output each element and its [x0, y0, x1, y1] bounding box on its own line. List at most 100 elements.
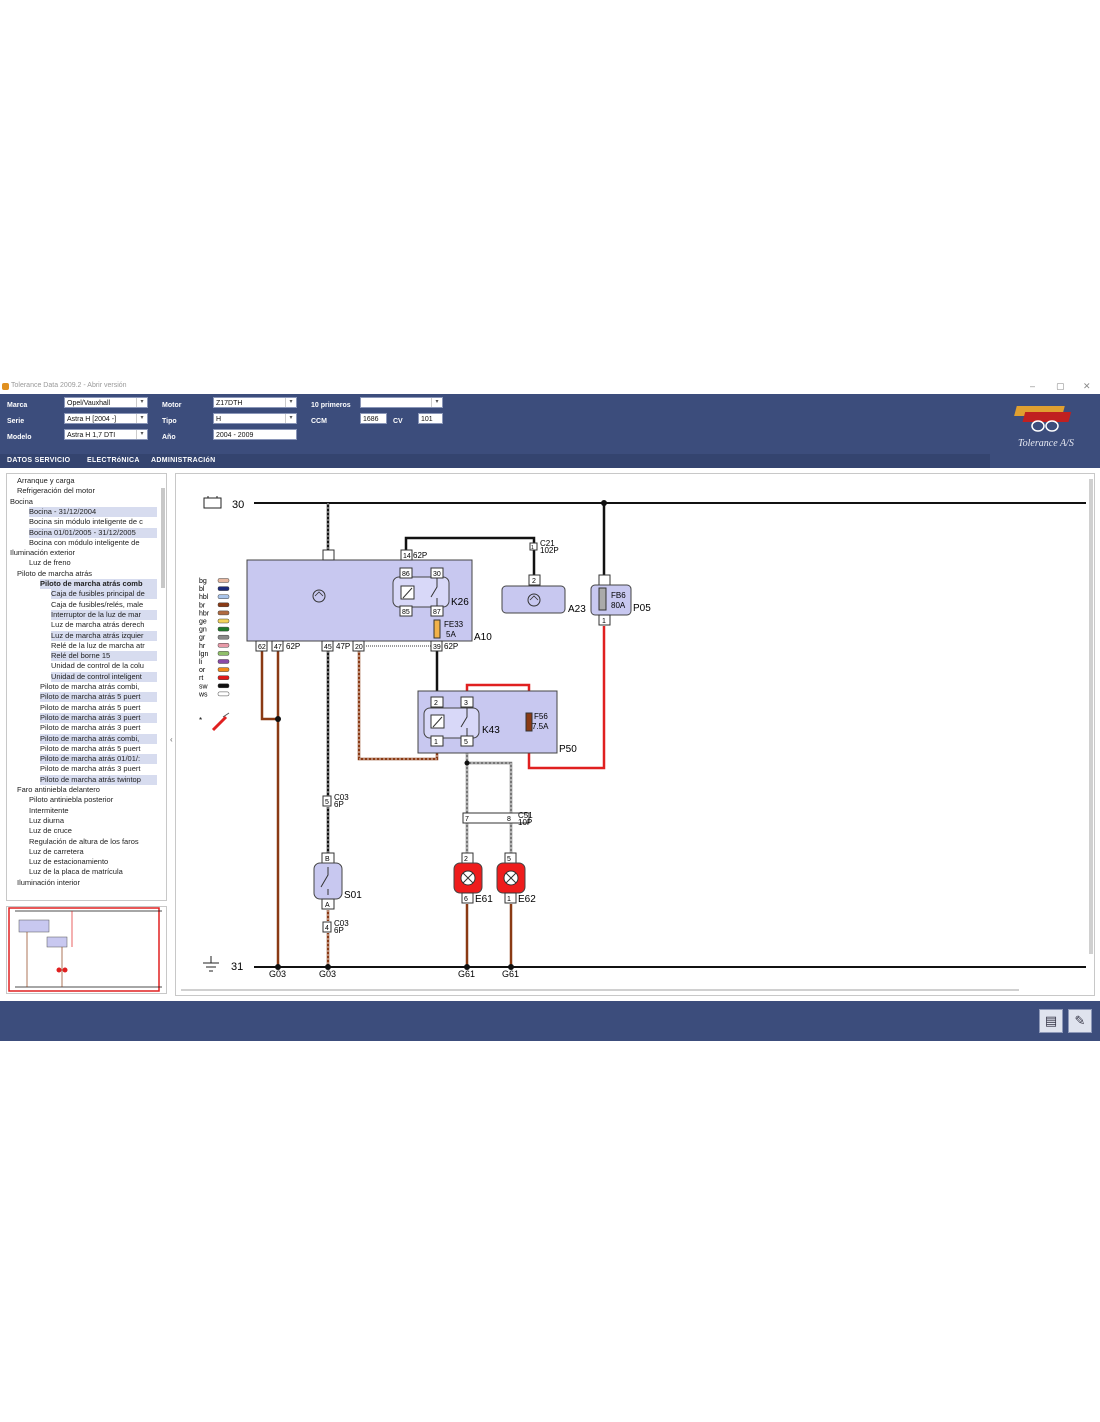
tree-item[interactable]: Piloto de marcha atrás 5 puert	[40, 702, 141, 712]
notes-button[interactable]: ✎	[1068, 1009, 1092, 1033]
tree-item[interactable]: Arranque y carga	[17, 476, 75, 485]
switch-s01[interactable]: B A S01	[313, 852, 362, 910]
tree-item[interactable]: Regulación de altura de los faros	[29, 836, 139, 846]
module-a23[interactable]: 2 A23	[501, 574, 586, 615]
tree-item[interactable]: Luz diurna	[29, 815, 65, 825]
menu-electronica[interactable]: ELECTRóNICA	[87, 457, 140, 464]
legend-swatch	[217, 683, 230, 689]
tree-item[interactable]: Luz de la placa de matrícula	[29, 867, 123, 877]
tree-item[interactable]: Iluminación interior	[17, 877, 80, 887]
tree-item[interactable]: Faro antiniebla delantero	[17, 785, 100, 794]
legend-swatch	[217, 675, 230, 680]
ano-field[interactable]: 2004 - 2009	[213, 429, 297, 440]
ground-g03-a: G03	[269, 969, 286, 979]
tree-item[interactable]: Piloto de marcha atrás 5 puert	[40, 692, 157, 703]
primeros-select[interactable]: ▾	[360, 397, 443, 408]
menu-administracion[interactable]: ADMINISTRACIóN	[151, 457, 216, 464]
maximize-button[interactable]: ▢	[1056, 381, 1065, 391]
lamp-e61[interactable]: 2 6 E61	[453, 852, 493, 905]
motor-select[interactable]: Z17DTH▾	[213, 397, 297, 408]
diagram-overview[interactable]	[6, 906, 167, 994]
pin-5-c03: 5	[325, 799, 329, 806]
lamp-e62[interactable]: 5 1 E62	[496, 852, 536, 905]
tree-item[interactable]: Unidad de control inteligent	[51, 671, 157, 682]
tree-item[interactable]: Piloto de marcha atrás 5 puert	[40, 743, 141, 753]
legend-code: gn	[199, 627, 207, 634]
tree-scrollbar[interactable]	[161, 488, 165, 588]
tree-item[interactable]: Luz de cruce	[29, 826, 72, 836]
relay-k26[interactable]: 86 30 85 87 K26	[392, 567, 469, 617]
legend-code: ge	[199, 619, 207, 626]
pin-a-s01: A	[325, 902, 330, 909]
fusebox-p05[interactable]: FB6 80A 1 P05	[590, 574, 651, 626]
ground-icon	[203, 956, 219, 972]
tree-item[interactable]: Luz de marcha atrás derech	[51, 620, 145, 630]
marca-select[interactable]: Opel/Vauxhall▾	[64, 397, 148, 408]
tree-item[interactable]: Piloto de marcha atrás comb	[40, 579, 157, 589]
fe33-label: FE33	[444, 620, 464, 629]
window-title: Tolerance Data 2009.2 - Abrir versión	[11, 382, 127, 389]
tree-item[interactable]: Piloto de marcha atrás 3 puert	[40, 712, 157, 723]
tree-item[interactable]: Luz de marcha atrás izquier	[51, 630, 157, 641]
print-button[interactable]: ▤	[1039, 1009, 1063, 1033]
tree-item[interactable]: Piloto de marcha atrás 01/01/:	[40, 754, 157, 765]
tree-item[interactable]: Bocina sin módulo inteligente de c	[29, 517, 143, 527]
tree-item[interactable]: Piloto de marcha atrás 3 puert	[40, 723, 141, 733]
ccm-field[interactable]: 1686	[360, 413, 387, 424]
cv-field[interactable]: 101	[418, 413, 443, 424]
tree-item[interactable]: Piloto de marcha atrás combi,	[40, 682, 140, 691]
serie-label: Serie	[7, 418, 25, 425]
pin-30: 30	[433, 571, 441, 578]
p05-label: P05	[633, 603, 651, 614]
pin-86: 86	[402, 571, 410, 578]
title-bar: Tolerance Data 2009.2 - Abrir versión – …	[0, 380, 1100, 394]
pin-2-k43: 2	[434, 700, 438, 707]
tree-item[interactable]: Interruptor de la luz de mar	[51, 609, 157, 620]
k26-label: K26	[451, 597, 469, 608]
menu-datos-servicio[interactable]: DATOS SERVICIO	[7, 457, 71, 464]
tree-item[interactable]: Refrigeración del motor	[17, 486, 95, 496]
tree-item[interactable]: Luz de carretera	[29, 846, 84, 856]
tree-item[interactable]: Piloto de marcha atrás combi,	[40, 733, 157, 744]
tipo-select[interactable]: H▾	[213, 413, 297, 424]
tree-item[interactable]: Bocina 01/01/2005 - 31/12/2005	[29, 527, 157, 538]
vertical-scrollbar[interactable]	[1089, 479, 1093, 954]
close-button[interactable]: ✕	[1083, 381, 1091, 391]
tree-item[interactable]: Bocina	[10, 496, 33, 506]
connector-c21	[529, 542, 538, 551]
legend-swatch	[217, 643, 230, 648]
tree-item[interactable]: Caja de fusibles/relés, male	[51, 599, 144, 609]
junction-dot	[325, 964, 331, 970]
tree-item[interactable]: Piloto de marcha atrás twintop	[40, 774, 157, 785]
tree-item[interactable]: Unidad de control de la colu	[51, 661, 144, 671]
serie-select[interactable]: Astra H [2004 -]▾	[64, 413, 148, 424]
tree-item[interactable]: Bocina con módulo inteligente de	[29, 537, 140, 547]
collapse-panel-icon[interactable]: ‹	[170, 735, 173, 744]
tree-item[interactable]: Iluminación exterior	[10, 548, 76, 558]
legend-code: li	[199, 659, 203, 666]
tree-item[interactable]: Relé de la luz de marcha atr	[51, 640, 145, 650]
fuse-f56[interactable]: F56 7.5A	[525, 712, 549, 732]
connector-c51	[462, 812, 530, 824]
tree-item[interactable]: Luz de freno	[29, 558, 71, 568]
fuse-fe33[interactable]: FE33 5A	[433, 619, 464, 639]
legend-swatch	[217, 634, 230, 640]
horizontal-scrollbar[interactable]	[181, 989, 1019, 991]
modelo-value: Astra H 1,7 DTI	[67, 432, 116, 439]
pin-39: 39	[433, 644, 441, 651]
pin-b-s01: B	[325, 856, 330, 863]
tree-item[interactable]: Bocina - 31/12/2004	[29, 506, 157, 517]
tree-item[interactable]: Piloto de marcha atrás 3 puert	[40, 764, 141, 774]
tree-item[interactable]: Caja de fusibles principal de	[51, 589, 157, 600]
pin-20-box	[352, 640, 365, 652]
legend-code: hbr	[199, 610, 210, 617]
minimize-button[interactable]: –	[1030, 381, 1036, 391]
tree-item[interactable]: Intermitente	[29, 805, 69, 815]
tree-item[interactable]: Luz de estacionamiento	[29, 857, 109, 867]
relay-k43[interactable]: 2 3 1 5 K43	[423, 696, 500, 747]
tree-item[interactable]: Relé del borne 15	[51, 651, 157, 662]
modelo-select[interactable]: Astra H 1,7 DTI▾	[64, 429, 148, 440]
tree-item[interactable]: Piloto de marcha atrás	[17, 568, 93, 578]
tree-item[interactable]: Piloto antiniebla posterior	[29, 795, 114, 805]
